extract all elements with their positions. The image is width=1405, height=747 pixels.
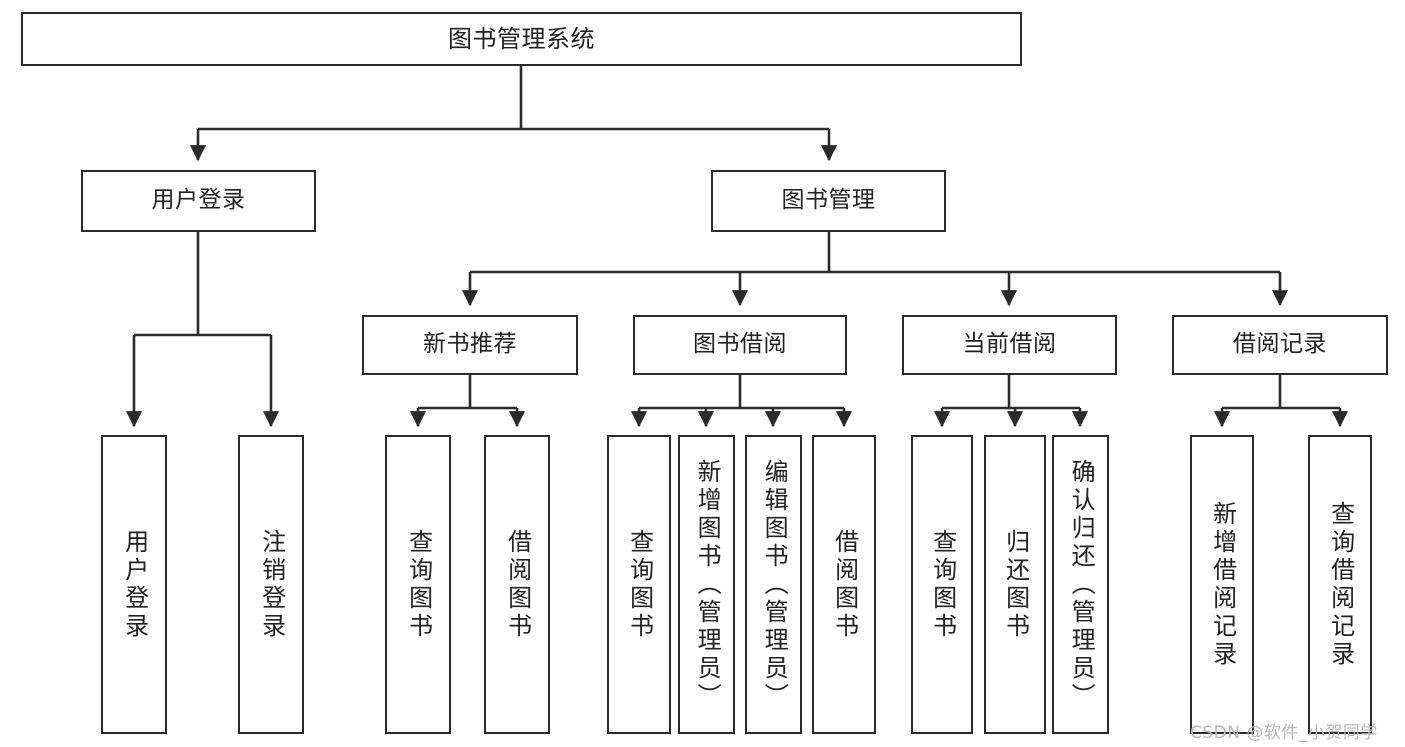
- node-leaf-logout-label: 注销登录: [257, 528, 286, 641]
- node-user-login-label: 用户登录: [151, 187, 246, 214]
- node-leaf-logout[interactable]: 注销登录: [238, 435, 304, 734]
- node-leaf-borrow-book-b-label: 借阅图书: [830, 528, 859, 641]
- node-borrow-record[interactable]: 借阅记录: [1172, 315, 1388, 375]
- node-leaf-add-record-label: 新增借阅记录: [1208, 500, 1237, 669]
- node-leaf-query-book-a-label: 查询图书: [404, 528, 433, 641]
- node-new-book-recommend-label: 新书推荐: [423, 331, 517, 358]
- node-leaf-add-book[interactable]: 新增图书（管理员）: [678, 435, 735, 734]
- node-book-borrow-label: 图书借阅: [693, 331, 787, 358]
- node-current-borrow[interactable]: 当前借阅: [902, 315, 1117, 375]
- node-leaf-query-record[interactable]: 查询借阅记录: [1308, 435, 1372, 734]
- node-leaf-query-book-a[interactable]: 查询图书: [385, 435, 451, 734]
- node-leaf-add-book-label: 新增图书（管理员）: [693, 458, 722, 711]
- node-root[interactable]: 图书管理系统: [21, 12, 1022, 66]
- node-leaf-user-login-label: 用户登录: [120, 528, 149, 641]
- node-leaf-borrow-book-b[interactable]: 借阅图书: [812, 435, 876, 734]
- node-leaf-return-book[interactable]: 归还图书: [984, 435, 1046, 734]
- node-leaf-query-book-b[interactable]: 查询图书: [607, 435, 671, 734]
- csdn-watermark: CSDN @软件_小贺同学: [1190, 723, 1378, 743]
- node-current-borrow-label: 当前借阅: [962, 331, 1057, 358]
- node-leaf-borrow-book-a[interactable]: 借阅图书: [484, 435, 550, 734]
- node-book-manage-label: 图书管理: [781, 187, 876, 214]
- node-user-login[interactable]: 用户登录: [81, 170, 316, 232]
- node-leaf-query-book-b-label: 查询图书: [625, 528, 654, 641]
- node-leaf-borrow-book-a-label: 借阅图书: [503, 528, 532, 641]
- node-leaf-return-book-label: 归还图书: [1001, 528, 1030, 641]
- node-leaf-query-record-label: 查询借阅记录: [1326, 500, 1355, 669]
- node-book-borrow[interactable]: 图书借阅: [633, 315, 847, 375]
- node-leaf-add-record[interactable]: 新增借阅记录: [1190, 435, 1254, 734]
- node-leaf-user-login[interactable]: 用户登录: [101, 435, 167, 734]
- node-leaf-query-book-c[interactable]: 查询图书: [911, 435, 973, 734]
- node-leaf-query-book-c-label: 查询图书: [928, 528, 957, 641]
- node-leaf-confirm-return-label: 确认归还（管理员）: [1067, 458, 1096, 711]
- node-root-label: 图书管理系统: [448, 24, 595, 53]
- node-new-book-recommend[interactable]: 新书推荐: [362, 315, 578, 375]
- node-book-manage[interactable]: 图书管理: [711, 170, 946, 232]
- node-leaf-edit-book-label: 编辑图书（管理员）: [760, 458, 789, 711]
- node-borrow-record-label: 借阅记录: [1233, 331, 1327, 358]
- node-leaf-edit-book[interactable]: 编辑图书（管理员）: [745, 435, 802, 734]
- node-leaf-confirm-return[interactable]: 确认归还（管理员）: [1052, 435, 1109, 734]
